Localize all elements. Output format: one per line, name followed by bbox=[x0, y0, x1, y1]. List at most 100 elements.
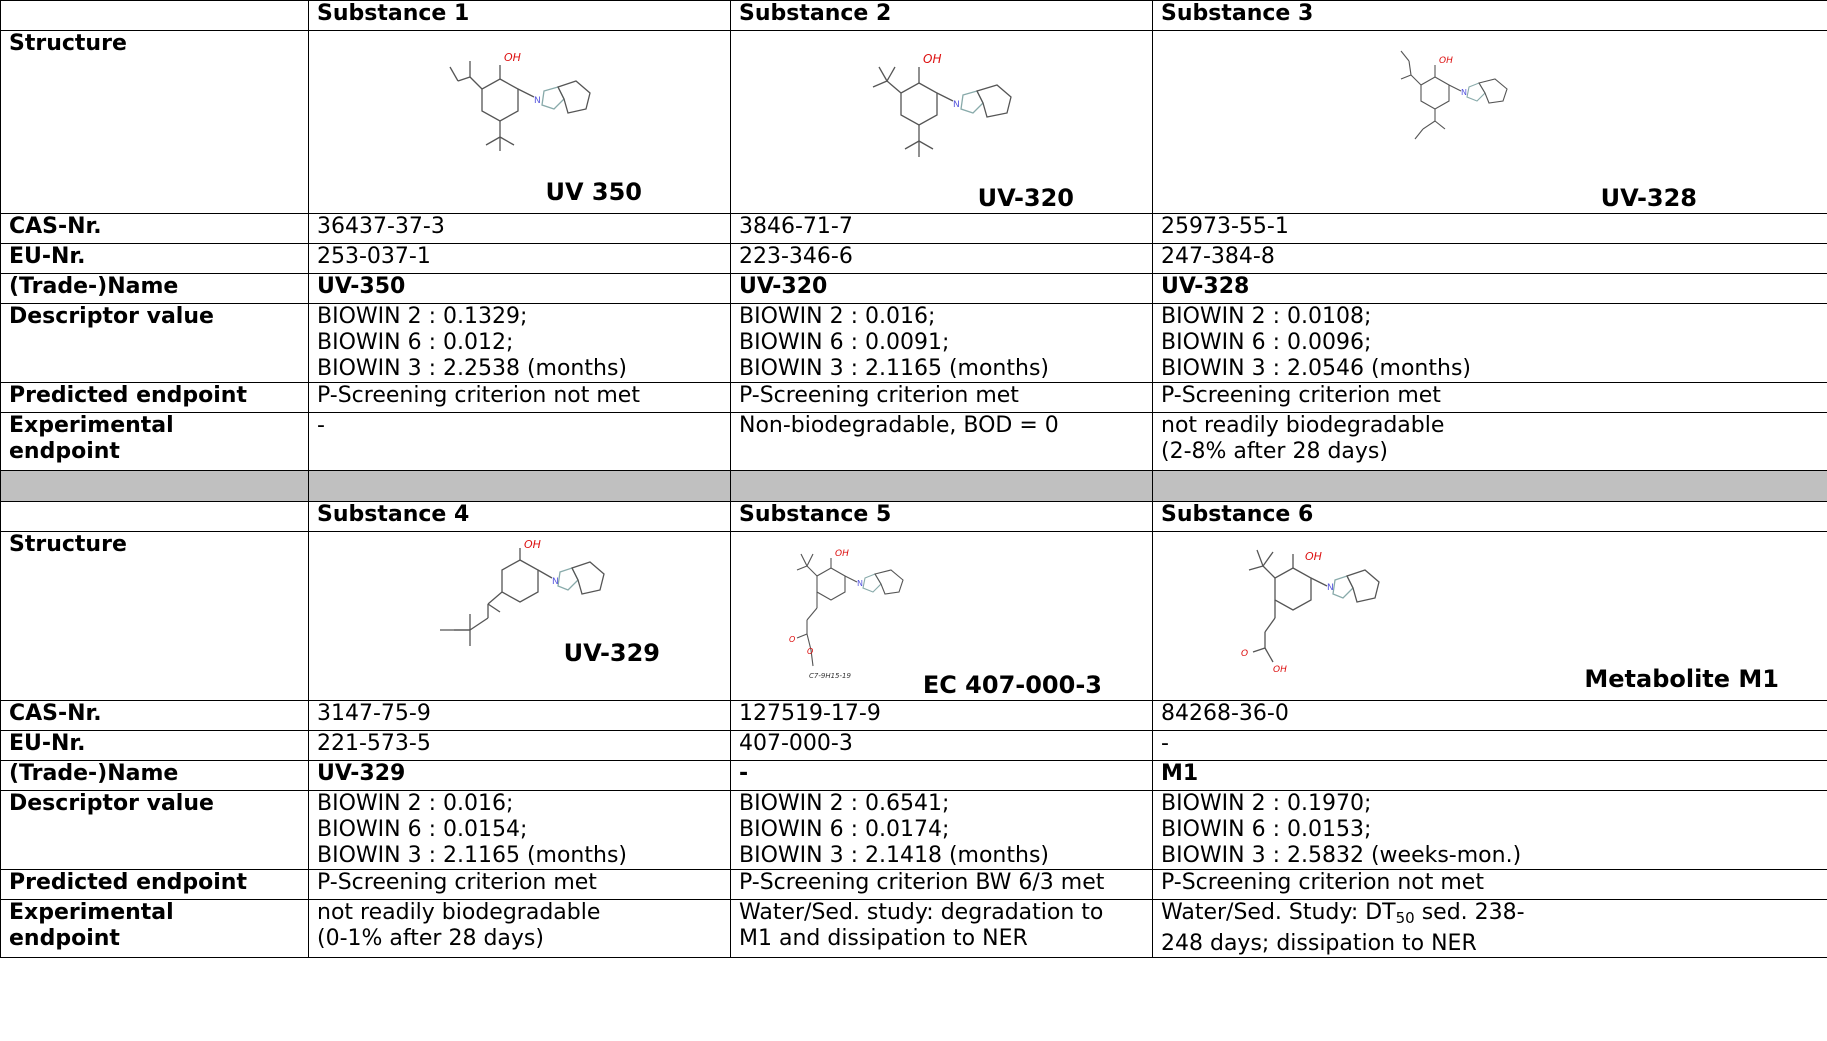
row-label-predicted: Predicted endpoint bbox=[0, 382, 309, 413]
substance-3-predicted: P-Screening criterion met bbox=[1152, 382, 1827, 413]
substance-6-cas: 84268-36-0 bbox=[1152, 700, 1827, 731]
row-label-eu: EU-Nr. bbox=[0, 243, 309, 274]
substance-4-descriptor: BIOWIN 2 : 0.016; BIOWIN 6 : 0.0154; BIO… bbox=[308, 790, 731, 870]
descriptor-line: BIOWIN 3 : 2.2538 (months) bbox=[317, 356, 627, 381]
substance-2-cas: 3846-71-7 bbox=[730, 213, 1153, 244]
substance-5-structure-label: EC 407-000-3 bbox=[922, 671, 1102, 699]
header-row-1: Substance 1 Substance 2 Substance 3 bbox=[0, 0, 1827, 31]
substance-4-predicted: P-Screening criterion met bbox=[308, 869, 731, 900]
substance-1-header: Substance 1 bbox=[308, 0, 731, 31]
substance-3-eu: 247-384-8 bbox=[1152, 243, 1827, 274]
ester-chain-label: C7-9H15-19 bbox=[809, 672, 851, 680]
cas-row-2: CAS-Nr. 3147-75-9 127519-17-9 84268-36-0 bbox=[0, 700, 1827, 731]
substance-1-cas: 36437-37-3 bbox=[308, 213, 731, 244]
descriptor-line: BIOWIN 3 : 2.5832 (weeks-mon.) bbox=[1161, 843, 1522, 868]
substance-6-descriptor: BIOWIN 2 : 0.1970; BIOWIN 6 : 0.0153; BI… bbox=[1152, 790, 1827, 870]
descriptor-line: BIOWIN 3 : 2.0546 (months) bbox=[1161, 356, 1471, 381]
oh-atom-label: OH bbox=[1439, 56, 1453, 66]
row-label-experimental: Experimental endpoint bbox=[0, 412, 309, 471]
o-atom-label: O bbox=[789, 635, 795, 644]
descriptor-line: BIOWIN 3 : 2.1165 (months) bbox=[317, 843, 627, 868]
substance-5-eu: 407-000-3 bbox=[730, 730, 1153, 761]
substance-5-trade: - bbox=[730, 760, 1153, 791]
row-label-structure: Structure bbox=[0, 531, 309, 701]
substance-4-structure: OH N UV-329 bbox=[308, 531, 731, 701]
substance-2-trade: UV-320 bbox=[730, 273, 1153, 304]
substance-6-experimental: Water/Sed. Study: DT50 sed. 238- 248 day… bbox=[1152, 899, 1827, 958]
substance-3-header: Substance 3 bbox=[1152, 0, 1827, 31]
substance-2-eu: 223-346-6 bbox=[730, 243, 1153, 274]
trade-row-2: (Trade-)Name UV-329 - M1 bbox=[0, 760, 1827, 791]
substance-3-trade: UV-328 bbox=[1152, 273, 1827, 304]
uv350-molecule-image: OH N bbox=[448, 51, 591, 151]
substance-1-structure-label: UV 350 bbox=[545, 178, 642, 206]
descriptor-line: BIOWIN 6 : 0.0091; bbox=[739, 330, 950, 355]
row-label-descriptor: Descriptor value bbox=[0, 790, 309, 870]
m1-molecule-image: OH N O OH bbox=[1241, 549, 1380, 675]
eu-row-1: EU-Nr. 253-037-1 223-346-6 247-384-8 bbox=[0, 243, 1827, 274]
substance-5-structure: OH N O O C7-9H15-19 EC 407-000-3 bbox=[730, 531, 1153, 701]
substance-1-eu: 253-037-1 bbox=[308, 243, 731, 274]
oh-atom-label: OH bbox=[835, 549, 849, 559]
descriptor-line: BIOWIN 2 : 0.6541; bbox=[739, 791, 950, 817]
o-atom-label: O bbox=[807, 647, 813, 656]
n-atom-label: N bbox=[1327, 583, 1334, 593]
substance-2-header: Substance 2 bbox=[730, 0, 1153, 31]
descriptor-line: BIOWIN 3 : 2.1418 (months) bbox=[739, 843, 1049, 868]
substance-1-trade: UV-350 bbox=[308, 273, 731, 304]
n-atom-label: N bbox=[552, 577, 559, 587]
oh-atom-label: OH bbox=[524, 538, 541, 551]
descriptor-row-2: Descriptor value BIOWIN 2 : 0.016; BIOWI… bbox=[0, 790, 1827, 870]
substance-6-predicted: P-Screening criterion not met bbox=[1152, 869, 1827, 900]
row-label-trade: (Trade-)Name bbox=[0, 273, 309, 304]
row-label-trade: (Trade-)Name bbox=[0, 760, 309, 791]
substance-6-trade: M1 bbox=[1152, 760, 1827, 791]
structure-row-1: Structure OH bbox=[0, 30, 1827, 214]
predicted-row-2: Predicted endpoint P-Screening criterion… bbox=[0, 869, 1827, 900]
descriptor-line: BIOWIN 6 : 0.0174; bbox=[739, 817, 950, 842]
uv320-molecule-image: OH N bbox=[872, 52, 1012, 157]
descriptor-line: BIOWIN 3 : 2.1165 (months) bbox=[739, 356, 1049, 381]
experimental-row-2: Experimental endpoint not readily biodeg… bbox=[0, 899, 1827, 958]
n-atom-label: N bbox=[857, 579, 863, 588]
row-label-cas: CAS-Nr. bbox=[0, 213, 309, 244]
descriptor-line: BIOWIN 2 : 0.1970; bbox=[1161, 791, 1372, 817]
substance-5-descriptor: BIOWIN 2 : 0.6541; BIOWIN 6 : 0.0174; BI… bbox=[730, 790, 1153, 870]
row-label-cas: CAS-Nr. bbox=[0, 700, 309, 731]
substance-4-trade: UV-329 bbox=[308, 760, 731, 791]
row-label-experimental: Experimental endpoint bbox=[0, 899, 309, 958]
header-row-2: Substance 4 Substance 5 Substance 6 bbox=[0, 501, 1827, 532]
substance-1-predicted: P-Screening criterion not met bbox=[308, 382, 731, 413]
ec407-molecule-image: OH N O O C7-9H15-19 bbox=[789, 549, 904, 680]
n-atom-label: N bbox=[534, 96, 541, 106]
descriptor-line: BIOWIN 6 : 0.012; bbox=[317, 330, 514, 355]
descriptor-line: BIOWIN 6 : 0.0153; bbox=[1161, 817, 1372, 842]
substance-1-structure: OH N UV 350 bbox=[308, 30, 731, 214]
descriptor-line: BIOWIN 2 : 0.1329; bbox=[317, 304, 528, 330]
substance-5-header: Substance 5 bbox=[730, 501, 1153, 532]
corner-cell bbox=[0, 501, 309, 532]
row-label-descriptor: Descriptor value bbox=[0, 303, 309, 383]
substance-3-experimental: not readily biodegradable (2-8% after 28… bbox=[1152, 412, 1827, 471]
substance-6-eu: - bbox=[1152, 730, 1827, 761]
substance-2-structure-label: UV-320 bbox=[977, 184, 1074, 212]
substance-4-structure-label: UV-329 bbox=[563, 639, 660, 667]
substance-3-structure: OH N UV-328 bbox=[1152, 30, 1827, 214]
oh-atom-label: OH bbox=[504, 51, 521, 64]
substance-3-cas: 25973-55-1 bbox=[1152, 213, 1827, 244]
substance-1-descriptor: BIOWIN 2 : 0.1329; BIOWIN 6 : 0.012; BIO… bbox=[308, 303, 731, 383]
uv328-molecule-image: OH N bbox=[1400, 50, 1508, 140]
substance-2-experimental: Non-biodegradable, BOD = 0 bbox=[730, 412, 1153, 471]
descriptor-line: BIOWIN 2 : 0.016; bbox=[739, 304, 936, 330]
substance-1-experimental: - bbox=[308, 412, 731, 471]
structure-row-2: Structure OH bbox=[0, 531, 1827, 701]
substance-2-structure: OH N UV-320 bbox=[730, 30, 1153, 214]
descriptor-line: BIOWIN 6 : 0.0096; bbox=[1161, 330, 1372, 355]
oh-atom-label: OH bbox=[1305, 550, 1322, 563]
uv329-molecule-image: OH N bbox=[439, 538, 605, 646]
o-atom-label: O bbox=[1241, 649, 1248, 659]
substance-5-cas: 127519-17-9 bbox=[730, 700, 1153, 731]
substance-2-descriptor: BIOWIN 2 : 0.016; BIOWIN 6 : 0.0091; BIO… bbox=[730, 303, 1153, 383]
experimental-row-1: Experimental endpoint - Non-biodegradabl… bbox=[0, 412, 1827, 471]
substance-4-cas: 3147-75-9 bbox=[308, 700, 731, 731]
